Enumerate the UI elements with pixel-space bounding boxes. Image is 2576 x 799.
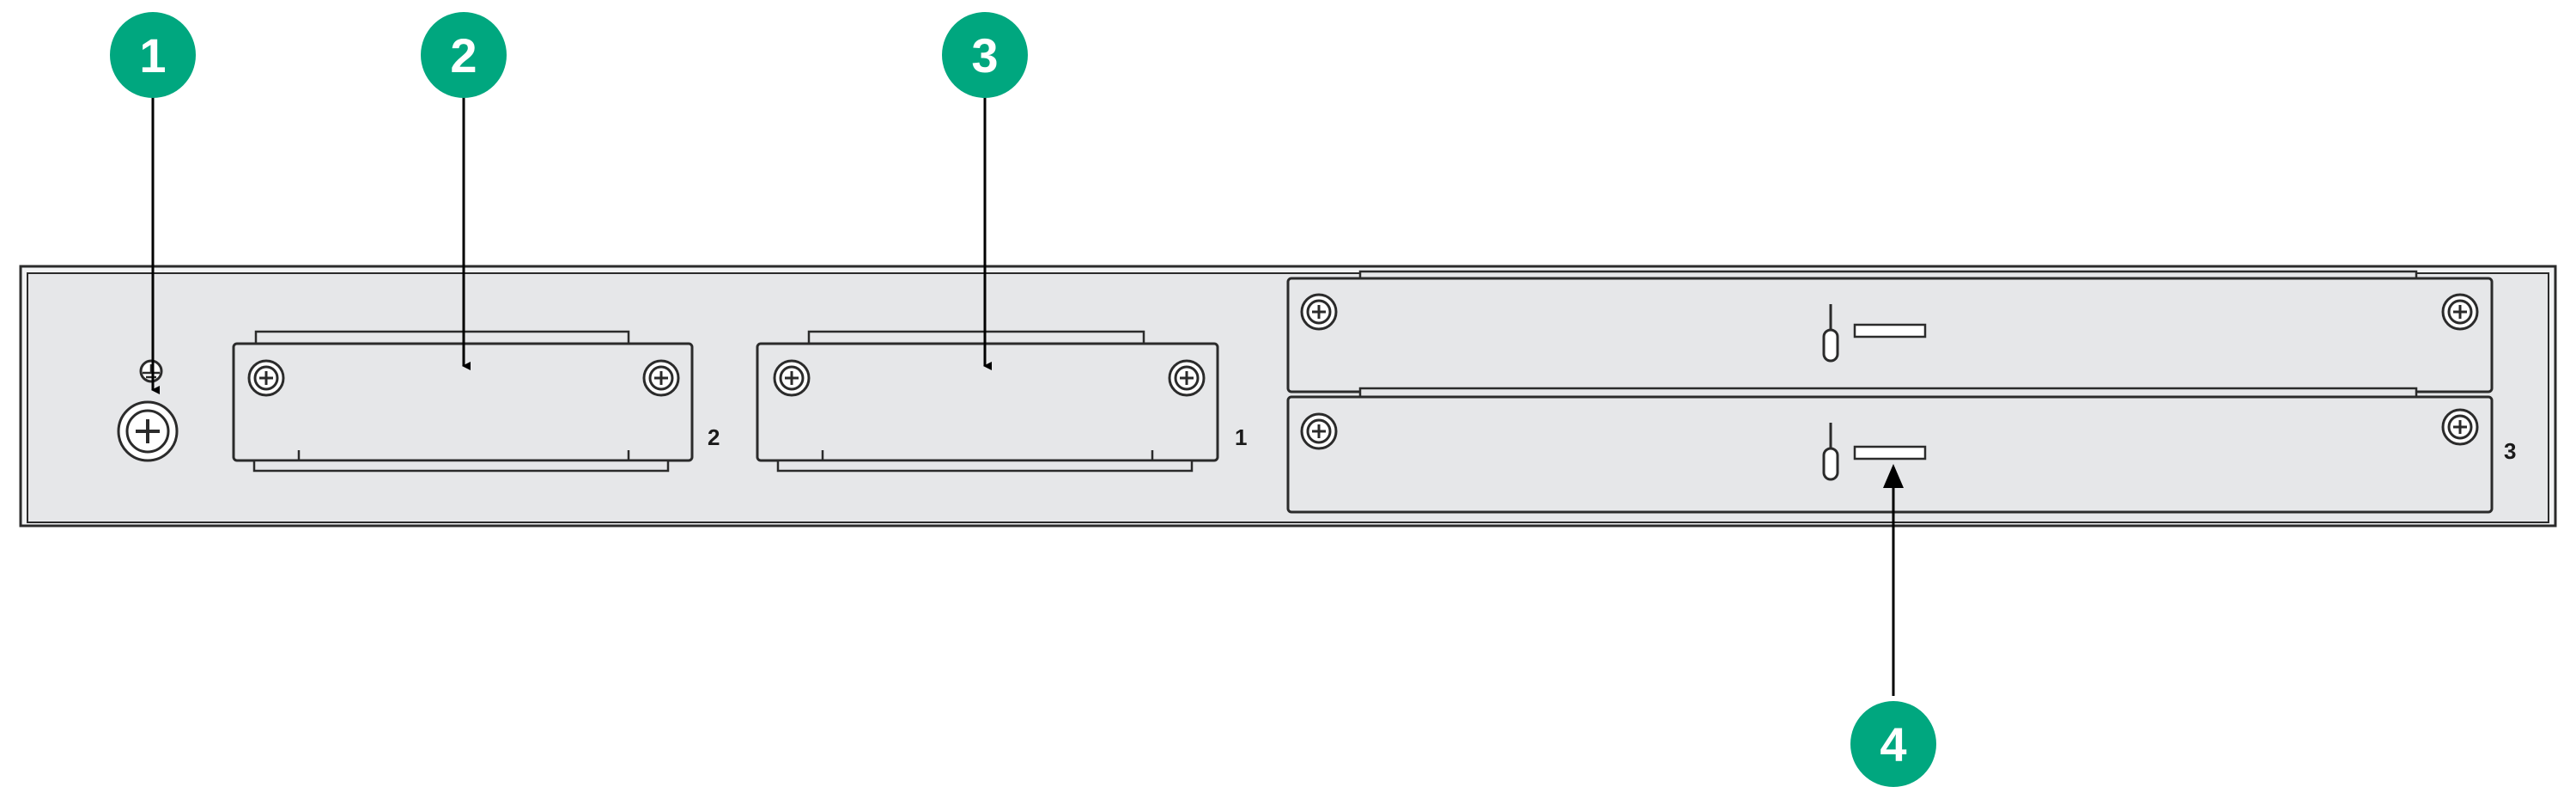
leader-arrow-4-icon	[1883, 464, 1904, 488]
handle-latch-icon	[1822, 423, 1839, 481]
power-module-lower	[1286, 387, 2494, 514]
screw-icon	[1300, 412, 1338, 450]
expansion-slot-2: 2	[232, 330, 720, 473]
callout-1: 1	[110, 12, 196, 98]
screw-icon	[2441, 408, 2479, 446]
ground-screw-icon	[117, 400, 179, 462]
callout-number: 4	[1880, 717, 1906, 772]
power-supply-slot-3: 3	[1286, 270, 2516, 514]
handle-latch-icon	[1822, 304, 1839, 363]
callout-3: 3	[942, 12, 1028, 98]
screw-icon	[773, 359, 811, 397]
screw-icon	[642, 359, 680, 397]
screw-icon	[1300, 293, 1338, 331]
slot-label-1: 1	[1235, 424, 1247, 450]
screw-icon	[1168, 359, 1206, 397]
callout-2: 2	[421, 12, 507, 98]
status-window	[1853, 323, 1927, 339]
slot-label-2: 2	[708, 424, 720, 450]
power-module-upper	[1286, 270, 2494, 393]
ground-symbol-icon	[139, 359, 163, 383]
screw-icon	[2441, 293, 2479, 331]
callout-number: 2	[450, 28, 477, 82]
callout-4: 4	[1850, 701, 1936, 787]
grounding-screw	[117, 359, 179, 462]
expansion-slot-1: 1	[756, 330, 1247, 473]
callout-leaders	[151, 93, 1895, 696]
slot-label-3: 3	[2504, 438, 2516, 464]
screw-icon	[247, 359, 285, 397]
status-window	[1853, 445, 1927, 460]
callout-number: 3	[971, 28, 998, 82]
callout-number: 1	[139, 28, 166, 82]
